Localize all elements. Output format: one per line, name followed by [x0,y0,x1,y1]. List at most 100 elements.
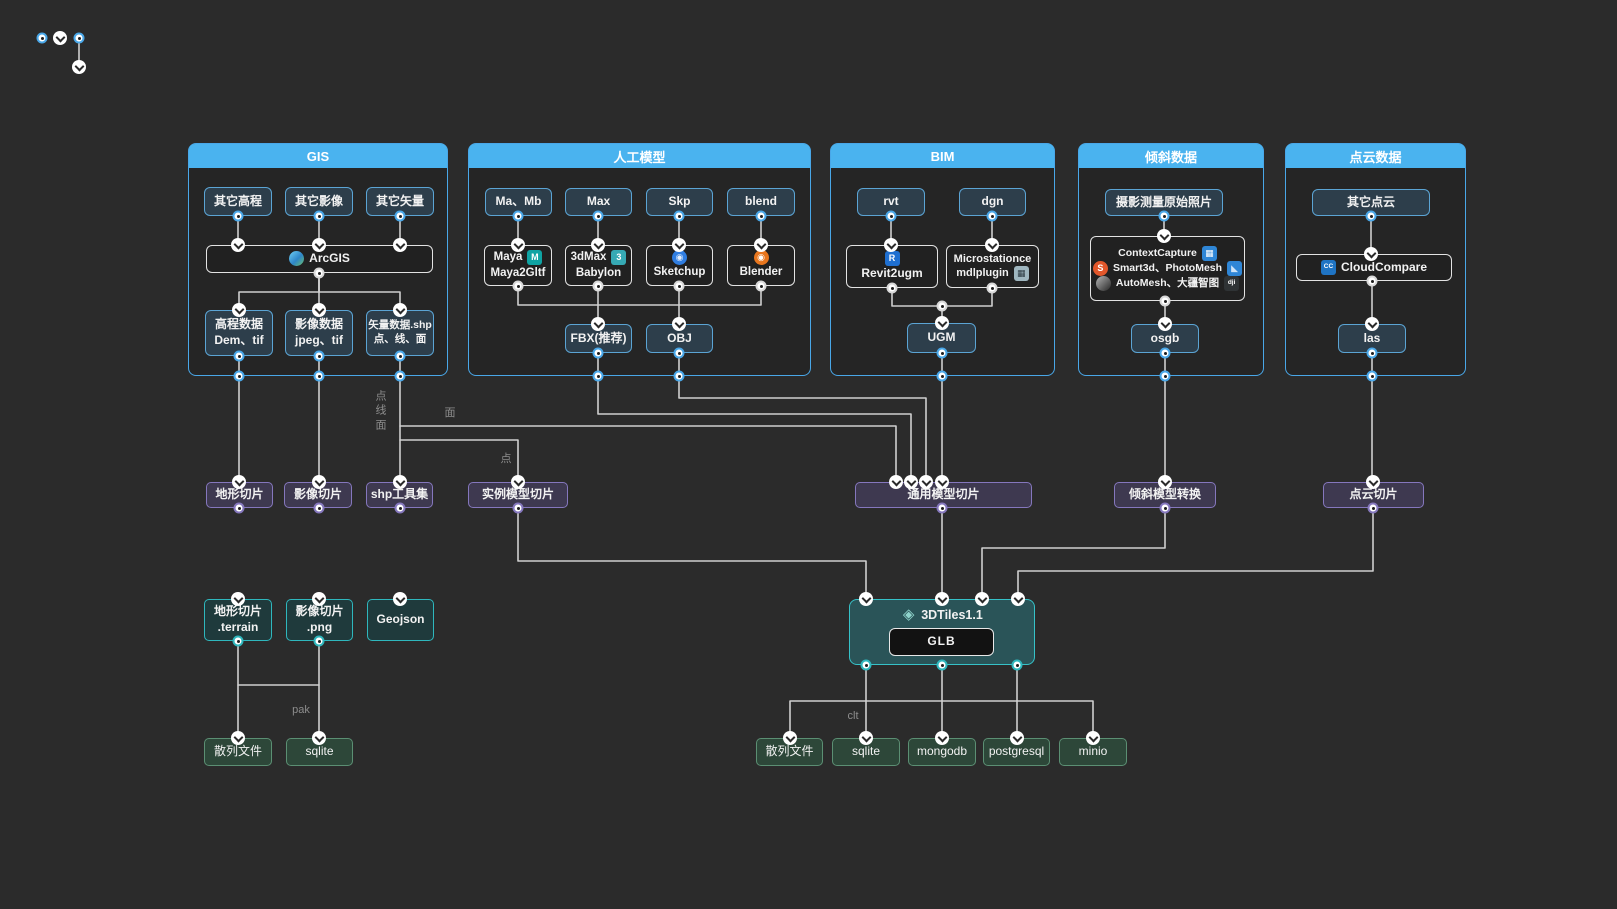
edge-arcgis-to-vector-data[interactable] [318,272,401,309]
output-port-icon[interactable] [313,267,325,279]
edge-3dtiles-to-hash-minio-bus[interactable] [789,700,1094,737]
output-port-icon[interactable] [232,210,244,222]
input-chevron-icon[interactable] [672,317,686,331]
input-chevron-icon[interactable] [975,592,989,606]
output-port-icon[interactable] [394,370,406,382]
input-chevron-icon[interactable] [232,475,246,489]
output-port-icon[interactable] [1158,210,1170,222]
output-port-icon[interactable] [592,280,604,292]
output-port-icon[interactable] [936,659,948,671]
output-port-icon[interactable] [394,350,406,362]
input-chevron-icon[interactable] [1010,731,1024,745]
output-port-icon[interactable] [233,370,245,382]
output-port-icon[interactable] [512,280,524,292]
group-header-gis[interactable]: GIS [189,144,447,168]
output-port-icon[interactable] [592,347,604,359]
input-chevron-icon[interactable] [231,238,245,252]
output-port-icon[interactable] [1366,370,1378,382]
input-chevron-icon[interactable] [859,731,873,745]
group-header-manual-model[interactable]: 人工模型 [469,144,810,168]
input-chevron-icon[interactable] [859,592,873,606]
output-port-icon[interactable] [36,32,48,44]
node-hash-files-right[interactable]: 散列文件 [756,738,823,766]
node-rvt[interactable]: rvt [857,188,925,216]
output-port-icon[interactable] [1159,370,1171,382]
input-chevron-icon[interactable] [1086,731,1100,745]
output-port-icon[interactable] [1159,502,1171,514]
output-port-icon[interactable] [986,210,998,222]
output-port-icon[interactable] [886,282,898,294]
input-chevron-icon[interactable] [312,238,326,252]
output-port-icon[interactable] [986,282,998,294]
input-chevron-icon[interactable] [591,238,605,252]
output-port-icon[interactable] [313,370,325,382]
output-port-icon[interactable] [1159,295,1171,307]
input-chevron-icon[interactable] [754,238,768,252]
edge-fbx-to-general-model-slice[interactable] [597,352,912,481]
edge-arcgis-to-elevation-data[interactable] [238,272,320,309]
input-chevron-icon[interactable] [231,592,245,606]
input-chevron-icon[interactable] [312,303,326,317]
input-chevron-icon[interactable] [884,238,898,252]
input-chevron-icon[interactable] [1364,247,1378,261]
output-port-icon[interactable] [512,502,524,514]
output-port-icon[interactable] [233,350,245,362]
output-port-icon[interactable] [394,502,406,514]
input-chevron-icon[interactable] [393,475,407,489]
input-chevron-icon[interactable] [393,238,407,252]
input-chevron-icon[interactable] [889,475,903,489]
output-port-icon[interactable] [936,347,948,359]
output-port-icon[interactable] [885,210,897,222]
input-chevron-icon[interactable] [1157,229,1171,243]
input-chevron-icon[interactable] [919,475,933,489]
edge-instance-model-slice-to-3dtiles[interactable] [517,507,867,598]
output-port-icon[interactable] [673,210,685,222]
output-port-icon[interactable] [1011,659,1023,671]
edge-vector-data-to-instance-model-slice[interactable] [399,439,519,481]
input-chevron-icon[interactable] [231,731,245,745]
output-port-icon[interactable] [936,502,948,514]
input-chevron-icon[interactable] [1366,475,1380,489]
node-glb[interactable]: GLB [889,628,994,656]
group-header-oblique-data[interactable]: 倾斜数据 [1079,144,1263,168]
node-terrain-slice-file[interactable]: 地形切片.terrain [204,599,272,641]
output-port-icon[interactable] [313,502,325,514]
input-chevron-icon[interactable] [393,592,407,606]
output-port-icon[interactable] [1366,347,1378,359]
edge-obj-to-general-model-slice[interactable] [678,352,927,481]
output-port-icon[interactable] [313,635,325,647]
input-chevron-icon[interactable] [72,60,86,74]
output-port-icon[interactable] [592,370,604,382]
input-chevron-icon[interactable] [312,475,326,489]
output-port-icon[interactable] [73,32,85,44]
output-port-icon[interactable] [394,210,406,222]
output-port-icon[interactable] [673,280,685,292]
output-port-icon[interactable] [232,635,244,647]
input-chevron-icon[interactable] [1011,592,1025,606]
output-port-icon[interactable] [936,370,948,382]
input-chevron-icon[interactable] [232,303,246,317]
output-port-icon[interactable] [512,210,524,222]
input-chevron-icon[interactable] [1158,475,1172,489]
output-port-icon[interactable] [673,370,685,382]
edge-maya-to-blender-join[interactable] [517,285,762,306]
input-chevron-icon[interactable] [511,238,525,252]
output-port-icon[interactable] [592,210,604,222]
output-port-icon[interactable] [313,350,325,362]
group-header-bim[interactable]: BIM [831,144,1054,168]
input-chevron-icon[interactable] [1158,317,1172,331]
output-port-icon[interactable] [936,300,948,312]
input-chevron-icon[interactable] [511,475,525,489]
output-port-icon[interactable] [233,502,245,514]
output-port-icon[interactable] [755,280,767,292]
input-chevron-icon[interactable] [591,317,605,331]
group-header-pointcloud-data[interactable]: 点云数据 [1286,144,1465,168]
input-chevron-icon[interactable] [935,731,949,745]
input-chevron-icon[interactable] [53,31,67,45]
input-chevron-icon[interactable] [935,316,949,330]
